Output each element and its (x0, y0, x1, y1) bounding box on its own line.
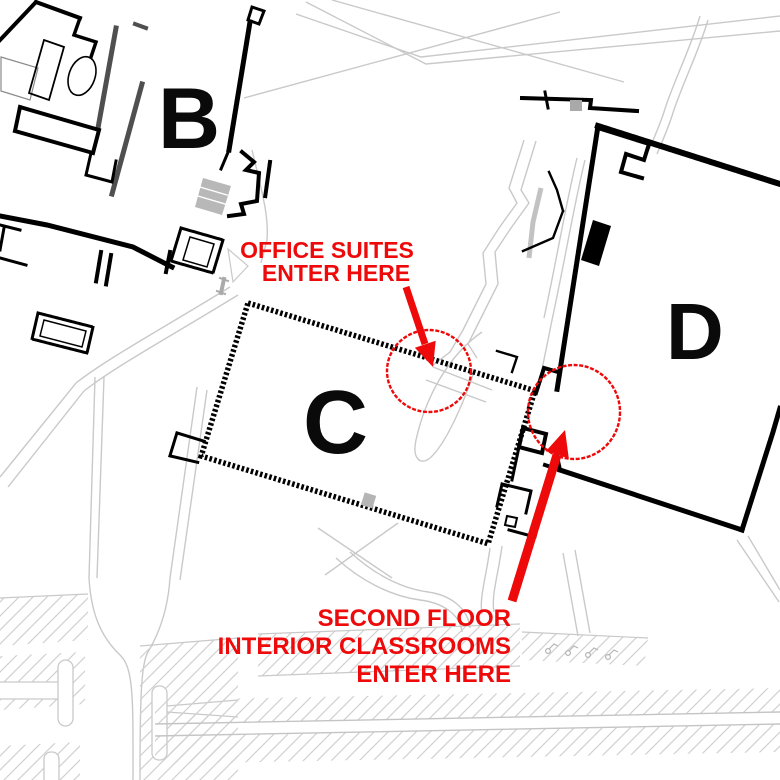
second-floor-arrowhead (545, 430, 569, 459)
building-b-walls (0, 0, 273, 355)
office-suites-arrowhead (414, 340, 436, 367)
annotations: OFFICE SUITES ENTER HERE SECOND FLOOR IN… (218, 237, 622, 688)
building-c-walls (167, 299, 539, 548)
parking-lots (0, 593, 780, 780)
stair-block (195, 178, 231, 215)
building-d-walls (519, 90, 780, 534)
stair-tick (570, 100, 582, 111)
parking-island (43, 751, 60, 780)
office-suites-arrow-shaft (402, 285, 429, 346)
building-d-label: D (666, 287, 724, 376)
second-floor-arrow-shaft (507, 453, 562, 603)
second-floor-line-1: SECOND FLOOR (318, 605, 511, 632)
stair-tick (360, 492, 377, 509)
second-floor-line-2: INTERIOR CLASSROOMS (218, 633, 511, 660)
office-suites-annotation: OFFICE SUITES ENTER HERE (240, 237, 473, 414)
second-floor-entrance-circle (526, 363, 622, 461)
building-labels: B C D (158, 71, 724, 473)
building-b-label: B (158, 71, 220, 167)
second-floor-line-3: ENTER HERE (356, 661, 511, 688)
entrance-block (581, 220, 611, 266)
office-suites-line-1: OFFICE SUITES (240, 237, 414, 263)
office-suites-line-2: ENTER HERE (262, 260, 410, 286)
office-suites-entrance-circle (385, 328, 473, 414)
parking-island (57, 659, 74, 727)
accessible-parking-symbols (544, 643, 619, 660)
second-floor-annotation: SECOND FLOOR INTERIOR CLASSROOMS ENTER H… (218, 363, 622, 688)
building-c-label: C (303, 373, 368, 473)
